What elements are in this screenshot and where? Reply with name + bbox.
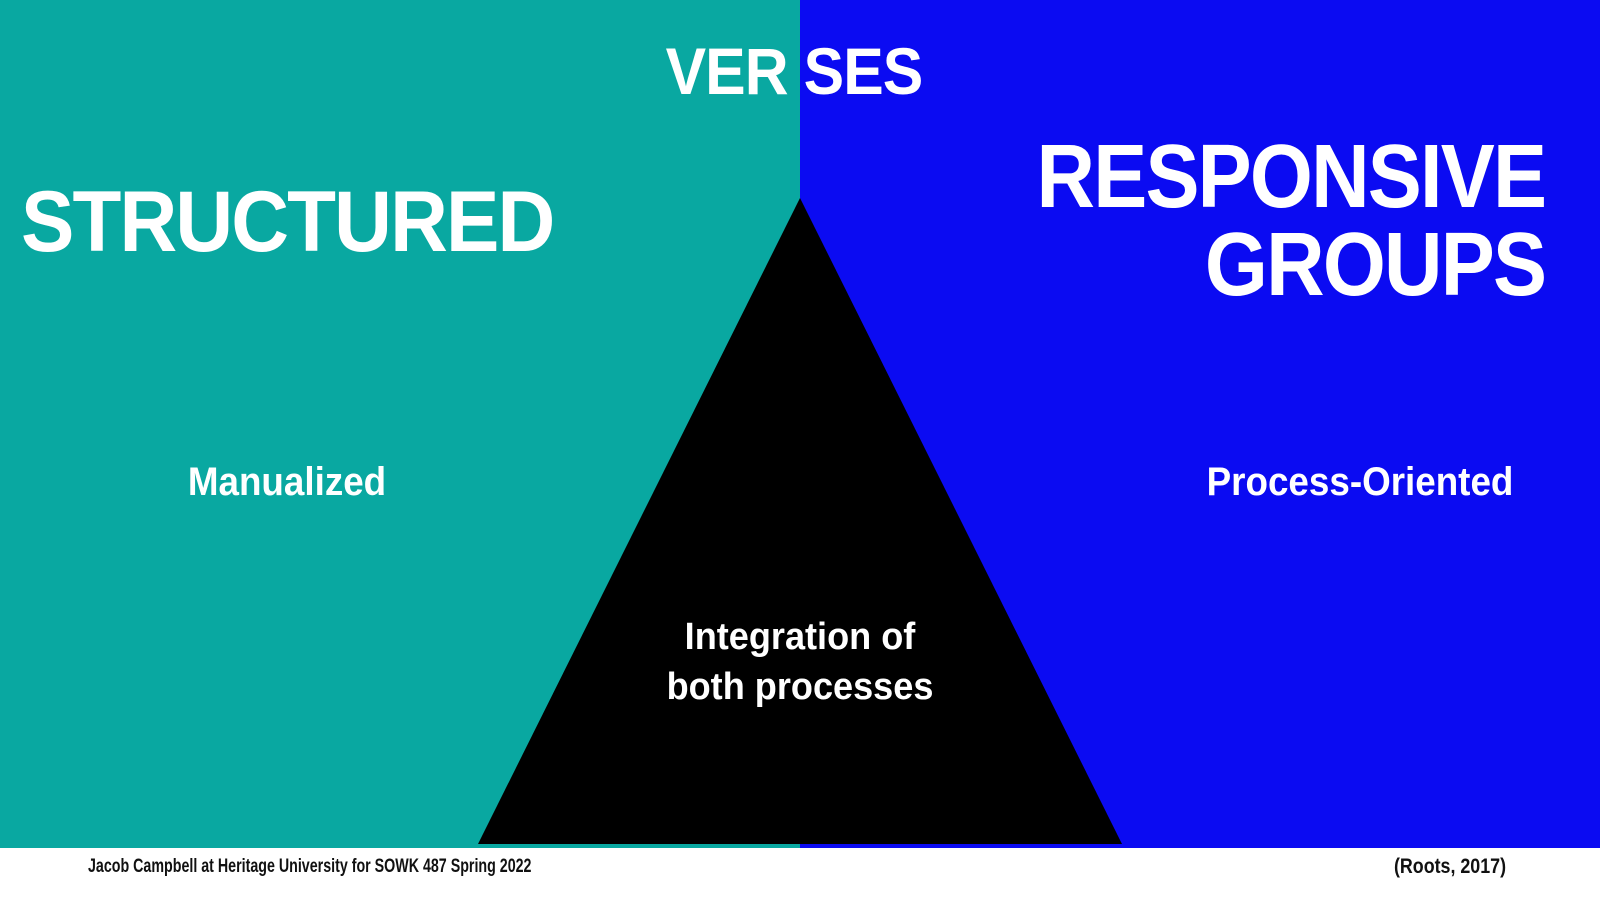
citation: (Roots, 2017) — [1393, 855, 1507, 878]
process-oriented-label: Process-Oriented — [1206, 460, 1514, 504]
manualized-label: Manualized — [187, 460, 387, 504]
structured-title: STRUCTURED — [21, 174, 555, 270]
versus-title: VER SES — [665, 34, 924, 108]
author-credit: Jacob Campbell at Heritage University fo… — [88, 856, 532, 877]
integration-label: Integration of both processes — [666, 616, 934, 708]
footer-bar: Jacob Campbell at Heritage University fo… — [0, 848, 1600, 900]
responsive-groups-title: RESPONSIVE GROUPS — [1036, 127, 1546, 315]
